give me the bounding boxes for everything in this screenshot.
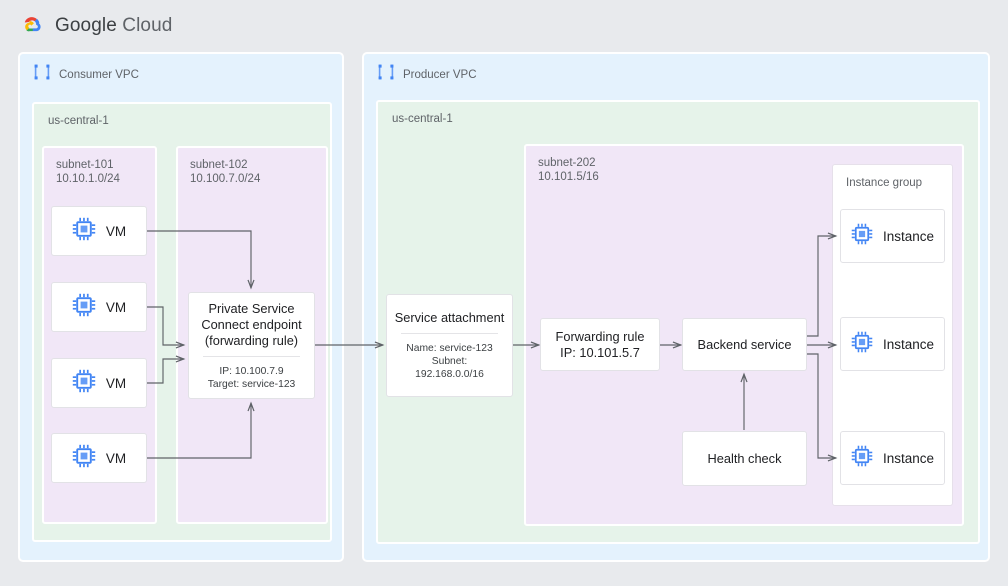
brand-cloud: Cloud <box>122 15 173 36</box>
instance-label: Instance <box>882 336 935 352</box>
vm-instance-icon <box>851 331 873 358</box>
instance-group-label: Instance group <box>846 177 923 189</box>
psc-endpoint-details: IP: 10.100.7.9 Target: service-123 <box>207 365 296 390</box>
vpc-network-icon <box>34 64 50 85</box>
vm-instance-icon <box>851 223 873 250</box>
instance-label: Instance <box>882 228 935 244</box>
vm-label: VM <box>105 375 127 391</box>
psc-endpoint-divider <box>202 355 301 357</box>
vm-node-4[interactable]: VM <box>51 433 147 483</box>
service-attachment-node[interactable]: Service attachment Name: service-123 Sub… <box>386 294 513 397</box>
subnet-102-label: subnet-102 10.100.7.0/24 <box>190 159 261 185</box>
vm-instance-icon <box>72 369 96 398</box>
backend-service-title: Backend service <box>697 336 792 352</box>
psc-endpoint-title: Private Service Connect endpoint (forwar… <box>201 300 302 348</box>
health-check-node[interactable]: Health check <box>682 431 807 486</box>
producer-region-label: us-central-1 <box>392 113 453 125</box>
vm-label: VM <box>105 299 127 315</box>
forwarding-rule-title: Forwarding rule IP: 10.101.5.7 <box>555 328 645 360</box>
brand-google: Google <box>55 15 117 36</box>
instance-node-3[interactable]: Instance <box>840 431 945 485</box>
vm-node-3[interactable]: VM <box>51 358 147 408</box>
vm-instance-icon <box>72 293 96 322</box>
instance-node-2[interactable]: Instance <box>840 317 945 371</box>
brand-text: Google Cloud <box>55 15 172 37</box>
consumer-region-label: us-central-1 <box>48 115 109 127</box>
service-attachment-divider <box>400 333 499 334</box>
page-header: Google Cloud <box>18 12 172 40</box>
service-attachment-details: Name: service-123 Subnet: 192.168.0.0/16 <box>406 343 493 380</box>
instance-node-1[interactable]: Instance <box>840 209 945 263</box>
producer-vpc-header: Producer VPC <box>378 64 477 85</box>
vm-instance-icon <box>72 217 96 246</box>
health-check-title: Health check <box>707 450 782 466</box>
consumer-vpc-label: Consumer VPC <box>59 68 139 81</box>
backend-service-node[interactable]: Backend service <box>682 318 807 371</box>
instance-label: Instance <box>882 450 935 466</box>
vm-instance-icon <box>851 445 873 472</box>
vm-instance-icon <box>72 444 96 473</box>
vm-node-1[interactable]: VM <box>51 206 147 256</box>
google-cloud-logo-icon <box>18 12 46 40</box>
vm-label: VM <box>105 450 127 466</box>
vm-node-2[interactable]: VM <box>51 282 147 332</box>
subnet-101-label: subnet-101 10.10.1.0/24 <box>56 159 120 185</box>
forwarding-rule-node[interactable]: Forwarding rule IP: 10.101.5.7 <box>540 318 660 371</box>
subnet-202-label: subnet-202 10.101.5/16 <box>538 157 599 183</box>
producer-vpc-label: Producer VPC <box>403 68 477 81</box>
vm-label: VM <box>105 223 127 239</box>
service-attachment-title: Service attachment <box>394 310 505 325</box>
vpc-network-icon <box>378 64 394 85</box>
psc-endpoint-node[interactable]: Private Service Connect endpoint (forwar… <box>188 292 315 399</box>
consumer-vpc-header: Consumer VPC <box>34 64 139 85</box>
